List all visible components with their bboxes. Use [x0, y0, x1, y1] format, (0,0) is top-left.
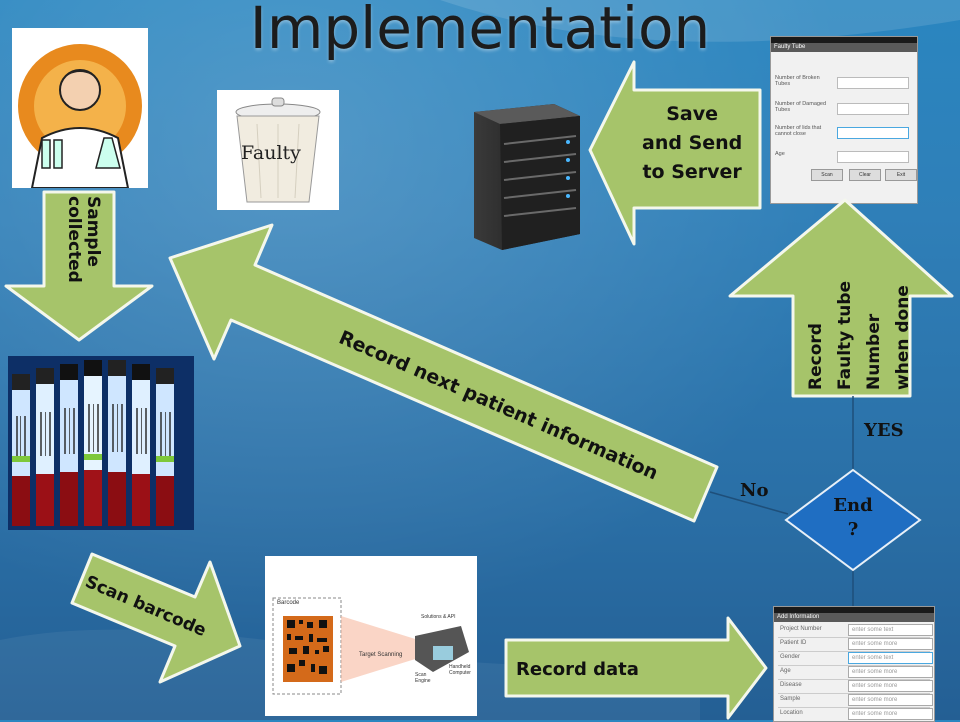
server-icon [474, 104, 580, 250]
question-mark: ? [847, 519, 859, 540]
form-row-label: Number of Damaged Tubes [775, 101, 827, 113]
barcode-scanner-image: Barcode Target Scanning Solutions & API … [265, 556, 477, 716]
row-input[interactable]: enter some text [848, 624, 933, 636]
faulty-bin-image: Faulty [217, 90, 339, 210]
scan-barcode-arrow [70, 552, 242, 684]
scientist-icon [18, 44, 142, 188]
save-send-line: to Server [642, 161, 742, 183]
sample-collected-arrow [4, 190, 154, 342]
form-header: Faulty Tube [771, 43, 917, 52]
yes-label: YES [864, 420, 904, 441]
barcode-scanner-icon [272, 597, 469, 695]
record-faulty-line: Faulty tube [835, 280, 855, 390]
record-faulty-arrow [728, 198, 954, 398]
form-row: Sample enter some more [778, 693, 933, 708]
test-tubes-image [8, 356, 194, 530]
row-input[interactable]: enter some more [848, 680, 933, 692]
solutions-label: Solutions & API [421, 614, 456, 620]
record-next-arrow [168, 223, 719, 523]
record-faulty-line: when done [893, 285, 913, 390]
row-key: Disease [780, 682, 802, 688]
record-faulty-label: Record Faulty tube Number when done [802, 281, 918, 390]
broken-tubes-field[interactable] [837, 77, 909, 89]
record-faulty-line: Number [864, 313, 884, 390]
sample-collected-label: Sample collected [54, 196, 114, 290]
form-header: Add Information [774, 613, 934, 622]
exit-button[interactable]: Exit [885, 169, 917, 181]
row-key: Sample [780, 696, 801, 702]
save-send-line: and Send [642, 132, 743, 154]
status-bar [771, 37, 917, 43]
form-row-label: Age [775, 151, 785, 157]
faulty-bin-label: Faulty [241, 142, 301, 164]
row-key: Age [780, 668, 791, 674]
form-row: Gender enter some text [778, 651, 933, 666]
record-data-arrow [504, 616, 768, 720]
damaged-tubes-field[interactable] [837, 103, 909, 115]
row-input[interactable]: enter some more [848, 666, 933, 678]
row-key: Project Number [780, 626, 822, 632]
barcode-label: Barcode [277, 600, 300, 606]
row-key: Location [780, 710, 803, 716]
record-faulty-line: Record [806, 323, 826, 390]
row-key: Gender [780, 654, 801, 660]
scan-button[interactable]: Scan [811, 169, 843, 181]
target-scanning-label: Target Scanning [359, 652, 403, 658]
handheld-label: Handheld Computer [449, 664, 471, 676]
faulty-tube-form: Faulty Tube Number of Broken Tubes Numbe… [770, 36, 918, 204]
trash-bin-icon [235, 97, 321, 203]
row-input[interactable]: enter some more [848, 638, 933, 650]
form-row: Age enter some more [778, 665, 933, 680]
row-input[interactable]: enter some text [848, 652, 933, 664]
sample-collected-text: Sample collected [64, 196, 103, 283]
lids-field[interactable] [837, 127, 909, 139]
clear-button[interactable]: Clear [849, 169, 881, 181]
record-data-label: Record data [516, 659, 639, 680]
row-input[interactable]: enter some more [848, 694, 933, 706]
end-text: End [833, 495, 873, 516]
no-label: No [740, 480, 769, 501]
record-data-form: Add Information Project Number enter some… [773, 606, 935, 722]
form-row: Project Number enter some text [778, 623, 933, 638]
test-tubes-icon [8, 356, 194, 530]
form-row-label: Number of Broken Tubes [775, 75, 820, 87]
save-send-label: Save and Send to Server [642, 100, 742, 187]
age-field[interactable] [837, 151, 909, 163]
save-send-arrow [588, 60, 762, 246]
row-key: Patient ID [780, 640, 807, 646]
form-row: Disease enter some more [778, 679, 933, 694]
scientist-image [12, 28, 148, 188]
scan-engine-label: Scan Engine [415, 672, 431, 684]
form-row-label: Number of lids that cannot close [775, 125, 822, 137]
no-connector [709, 491, 789, 515]
save-send-line: Save [666, 103, 719, 125]
end-decision-diamond [784, 468, 922, 572]
form-row: Patient ID enter some more [778, 637, 933, 652]
end-decision-label: End ? [822, 494, 884, 542]
page-title: Implementation [249, 0, 711, 62]
status-bar [774, 607, 934, 613]
